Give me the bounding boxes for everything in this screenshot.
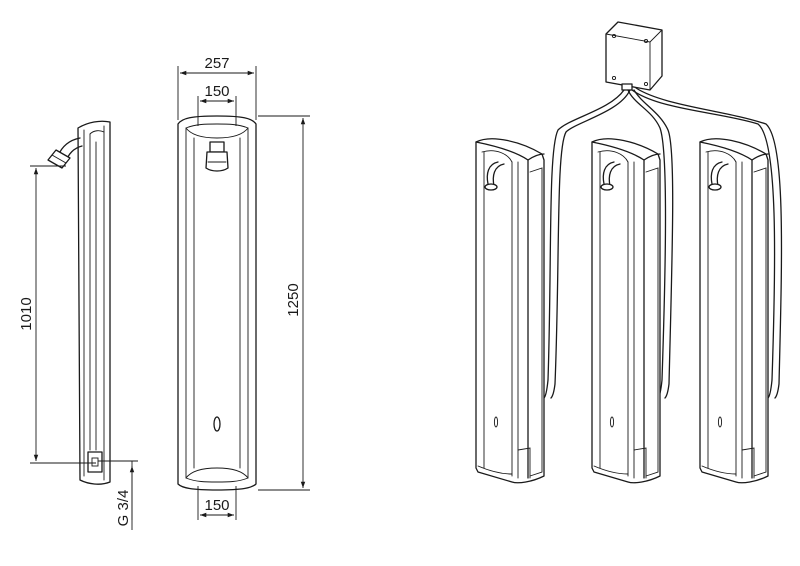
dimension-overall-height: 1250: [258, 115, 310, 491]
dimension-connection-thread: G 3/4: [98, 460, 138, 530]
dimension-overall-width: 257: [177, 55, 257, 120]
shower-outlet-icon: [205, 141, 229, 172]
label-overall-width: 257: [204, 55, 229, 72]
dimension-outlet-height: 1010: [18, 165, 96, 464]
shower-head-icon: [47, 137, 83, 169]
dimension-top-inner-width: 150: [197, 83, 237, 126]
panel-front-view: [177, 115, 257, 491]
junction-box-icon: [605, 21, 663, 91]
panel-side-view: [47, 120, 111, 485]
push-button-icon: [213, 416, 221, 432]
label-outlet-height: 1010: [18, 297, 35, 330]
label-connection-thread: G 3/4: [115, 490, 132, 527]
label-overall-height: 1250: [285, 283, 302, 316]
cables: [543, 87, 783, 399]
dimension-bottom-inner-width: 150: [197, 486, 237, 520]
label-top-inner-width: 150: [204, 83, 229, 100]
panel-iso-3: [699, 138, 769, 484]
label-bottom-inner-width: 150: [204, 497, 229, 514]
panel-iso-2: [591, 138, 661, 484]
panel-iso-1: [475, 138, 545, 484]
